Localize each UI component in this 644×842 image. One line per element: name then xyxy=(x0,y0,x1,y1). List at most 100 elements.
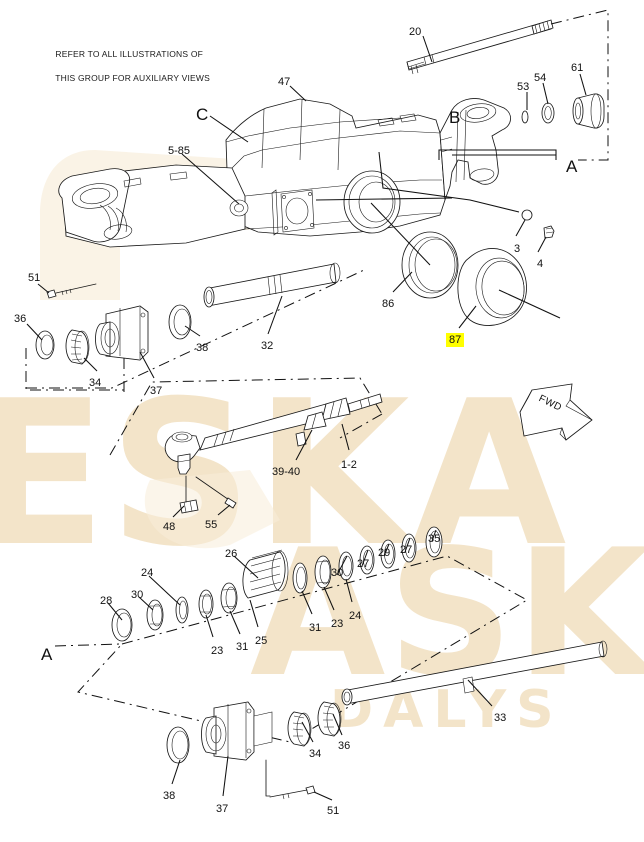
callout-36-b-text: 36 xyxy=(338,740,351,752)
note-line-1: REFER TO ALL ILLUSTRATIONS OF xyxy=(55,49,204,59)
callout-36-b: 36 xyxy=(338,740,350,752)
part-37-bearing-cage-top xyxy=(95,305,149,361)
callout-25: 25 xyxy=(255,635,267,647)
bracket-right-upper xyxy=(550,9,609,161)
callout-26: 26 xyxy=(225,548,237,560)
callout-31-l: 31 xyxy=(236,641,248,653)
callout-4: 4 xyxy=(537,258,543,270)
callout-24-r: 24 xyxy=(349,610,361,622)
callout-29-text: 29 xyxy=(378,547,391,559)
lower-washer-stack xyxy=(111,526,443,642)
part-4-fitting xyxy=(543,225,555,239)
part-39-40-tie-rod xyxy=(164,393,383,475)
callout-37-b: 37 xyxy=(216,803,228,815)
callout-20: 20 xyxy=(409,26,421,38)
callout-30-l: 30 xyxy=(131,589,143,601)
callout-27-b: 27 xyxy=(400,544,412,556)
part-34-bearing-bottom xyxy=(287,711,312,747)
callout-47-text: 47 xyxy=(278,76,291,88)
callout-34-b: 34 xyxy=(309,748,321,760)
callout-34-top-text: 34 xyxy=(89,377,102,389)
callout-25-text: 25 xyxy=(255,635,268,647)
callout-54: 54 xyxy=(534,72,546,84)
callout-47: 47 xyxy=(278,76,290,88)
callout-51-b-text: 51 xyxy=(327,805,340,817)
callout-36-top: 36 xyxy=(14,313,26,325)
callout-51-top: 51 xyxy=(28,272,40,284)
callout-27-a-text: 27 xyxy=(357,558,370,570)
callout-585: 5-85 xyxy=(168,145,190,157)
callout-3940-text: 39-40 xyxy=(272,466,301,478)
part-38-ring-top xyxy=(168,304,192,340)
callout-27-b-text: 27 xyxy=(400,544,413,556)
callout-23-l-text: 23 xyxy=(211,645,224,657)
callout-34-b-text: 34 xyxy=(309,748,322,760)
part-33-axle-shaft xyxy=(341,640,608,706)
dashed-frame-upper xyxy=(25,269,365,392)
callout-12: 1-2 xyxy=(341,459,357,471)
part-3-plug xyxy=(521,209,533,221)
callout-30-r-text: 30 xyxy=(331,567,344,579)
callout-51-top-text: 51 xyxy=(28,272,41,284)
section-letter-a-mid: A xyxy=(41,645,53,664)
callout-55-text: 55 xyxy=(205,519,218,531)
callout-33: 33 xyxy=(494,712,506,724)
callout-28: 28 xyxy=(100,595,112,607)
callout-86-text: 86 xyxy=(382,298,395,310)
callout-24-r-text: 24 xyxy=(349,610,362,622)
part-20-drive-shaft xyxy=(406,19,554,75)
dashed-frame-tierod xyxy=(109,377,383,456)
callout-36-top-text: 36 xyxy=(14,313,27,325)
callout-86: 86 xyxy=(382,298,394,310)
fwd-arrow xyxy=(519,383,593,441)
callout-585-text: 5-85 xyxy=(168,145,191,157)
callout-35-text: 35 xyxy=(428,533,441,545)
part-b-steering-knuckle xyxy=(439,98,511,201)
callout-61: 61 xyxy=(571,62,583,74)
callout-26-text: 26 xyxy=(225,548,238,560)
dashed-frame-lower xyxy=(54,555,529,743)
callout-48-text: 48 xyxy=(163,521,176,533)
section-letter-a-top: A xyxy=(566,157,578,176)
callout-37-top: 37 xyxy=(150,385,162,397)
callout-31-l-text: 31 xyxy=(236,641,249,653)
callout-53-text: 53 xyxy=(517,81,530,93)
callout-35: 35 xyxy=(428,533,440,545)
callout-51-b: 51 xyxy=(327,805,339,817)
section-letter-b: B xyxy=(449,108,461,127)
callout-55: 55 xyxy=(205,519,217,531)
callout-12-text: 1-2 xyxy=(341,459,357,471)
callout-48: 48 xyxy=(163,521,175,533)
callout-24-l: 24 xyxy=(141,567,153,579)
auxiliary-views-note: REFER TO ALL ILLUSTRATIONS OF THIS GROUP… xyxy=(40,36,210,96)
callout-87: 87 xyxy=(446,333,465,347)
callout-87-text: 87 xyxy=(446,333,465,347)
part-37-bearing-cage-bottom xyxy=(201,701,273,761)
callout-34-top: 34 xyxy=(89,377,101,389)
leader-lines-lower-left xyxy=(171,679,493,801)
callout-30-l-text: 30 xyxy=(131,589,144,601)
leader-lines-seals xyxy=(370,151,561,329)
callout-53: 53 xyxy=(517,81,529,93)
callout-32: 32 xyxy=(261,340,273,352)
callout-4-text: 4 xyxy=(537,258,544,270)
fwd-arrow-label: FWD xyxy=(536,393,564,414)
part-34-bearing-top xyxy=(65,329,90,365)
callout-32-text: 32 xyxy=(261,340,274,352)
callout-31-r: 31 xyxy=(309,622,321,634)
callout-54-text: 54 xyxy=(534,72,547,84)
callout-31-r-text: 31 xyxy=(309,622,322,634)
callout-37-b-text: 37 xyxy=(216,803,229,815)
callout-23-r-text: 23 xyxy=(331,618,344,630)
callout-61-text: 61 xyxy=(571,62,584,74)
section-a-bracket-top xyxy=(315,149,557,201)
callout-29: 29 xyxy=(378,547,390,559)
callout-33-text: 33 xyxy=(494,712,507,724)
part-61-bushing xyxy=(572,93,605,129)
callout-20-text: 20 xyxy=(409,26,422,38)
note-line-2: THIS GROUP FOR AUXILIARY VIEWS xyxy=(55,73,211,83)
callout-38-top-text: 38 xyxy=(196,342,209,354)
part-36-seal-bottom xyxy=(317,701,342,737)
